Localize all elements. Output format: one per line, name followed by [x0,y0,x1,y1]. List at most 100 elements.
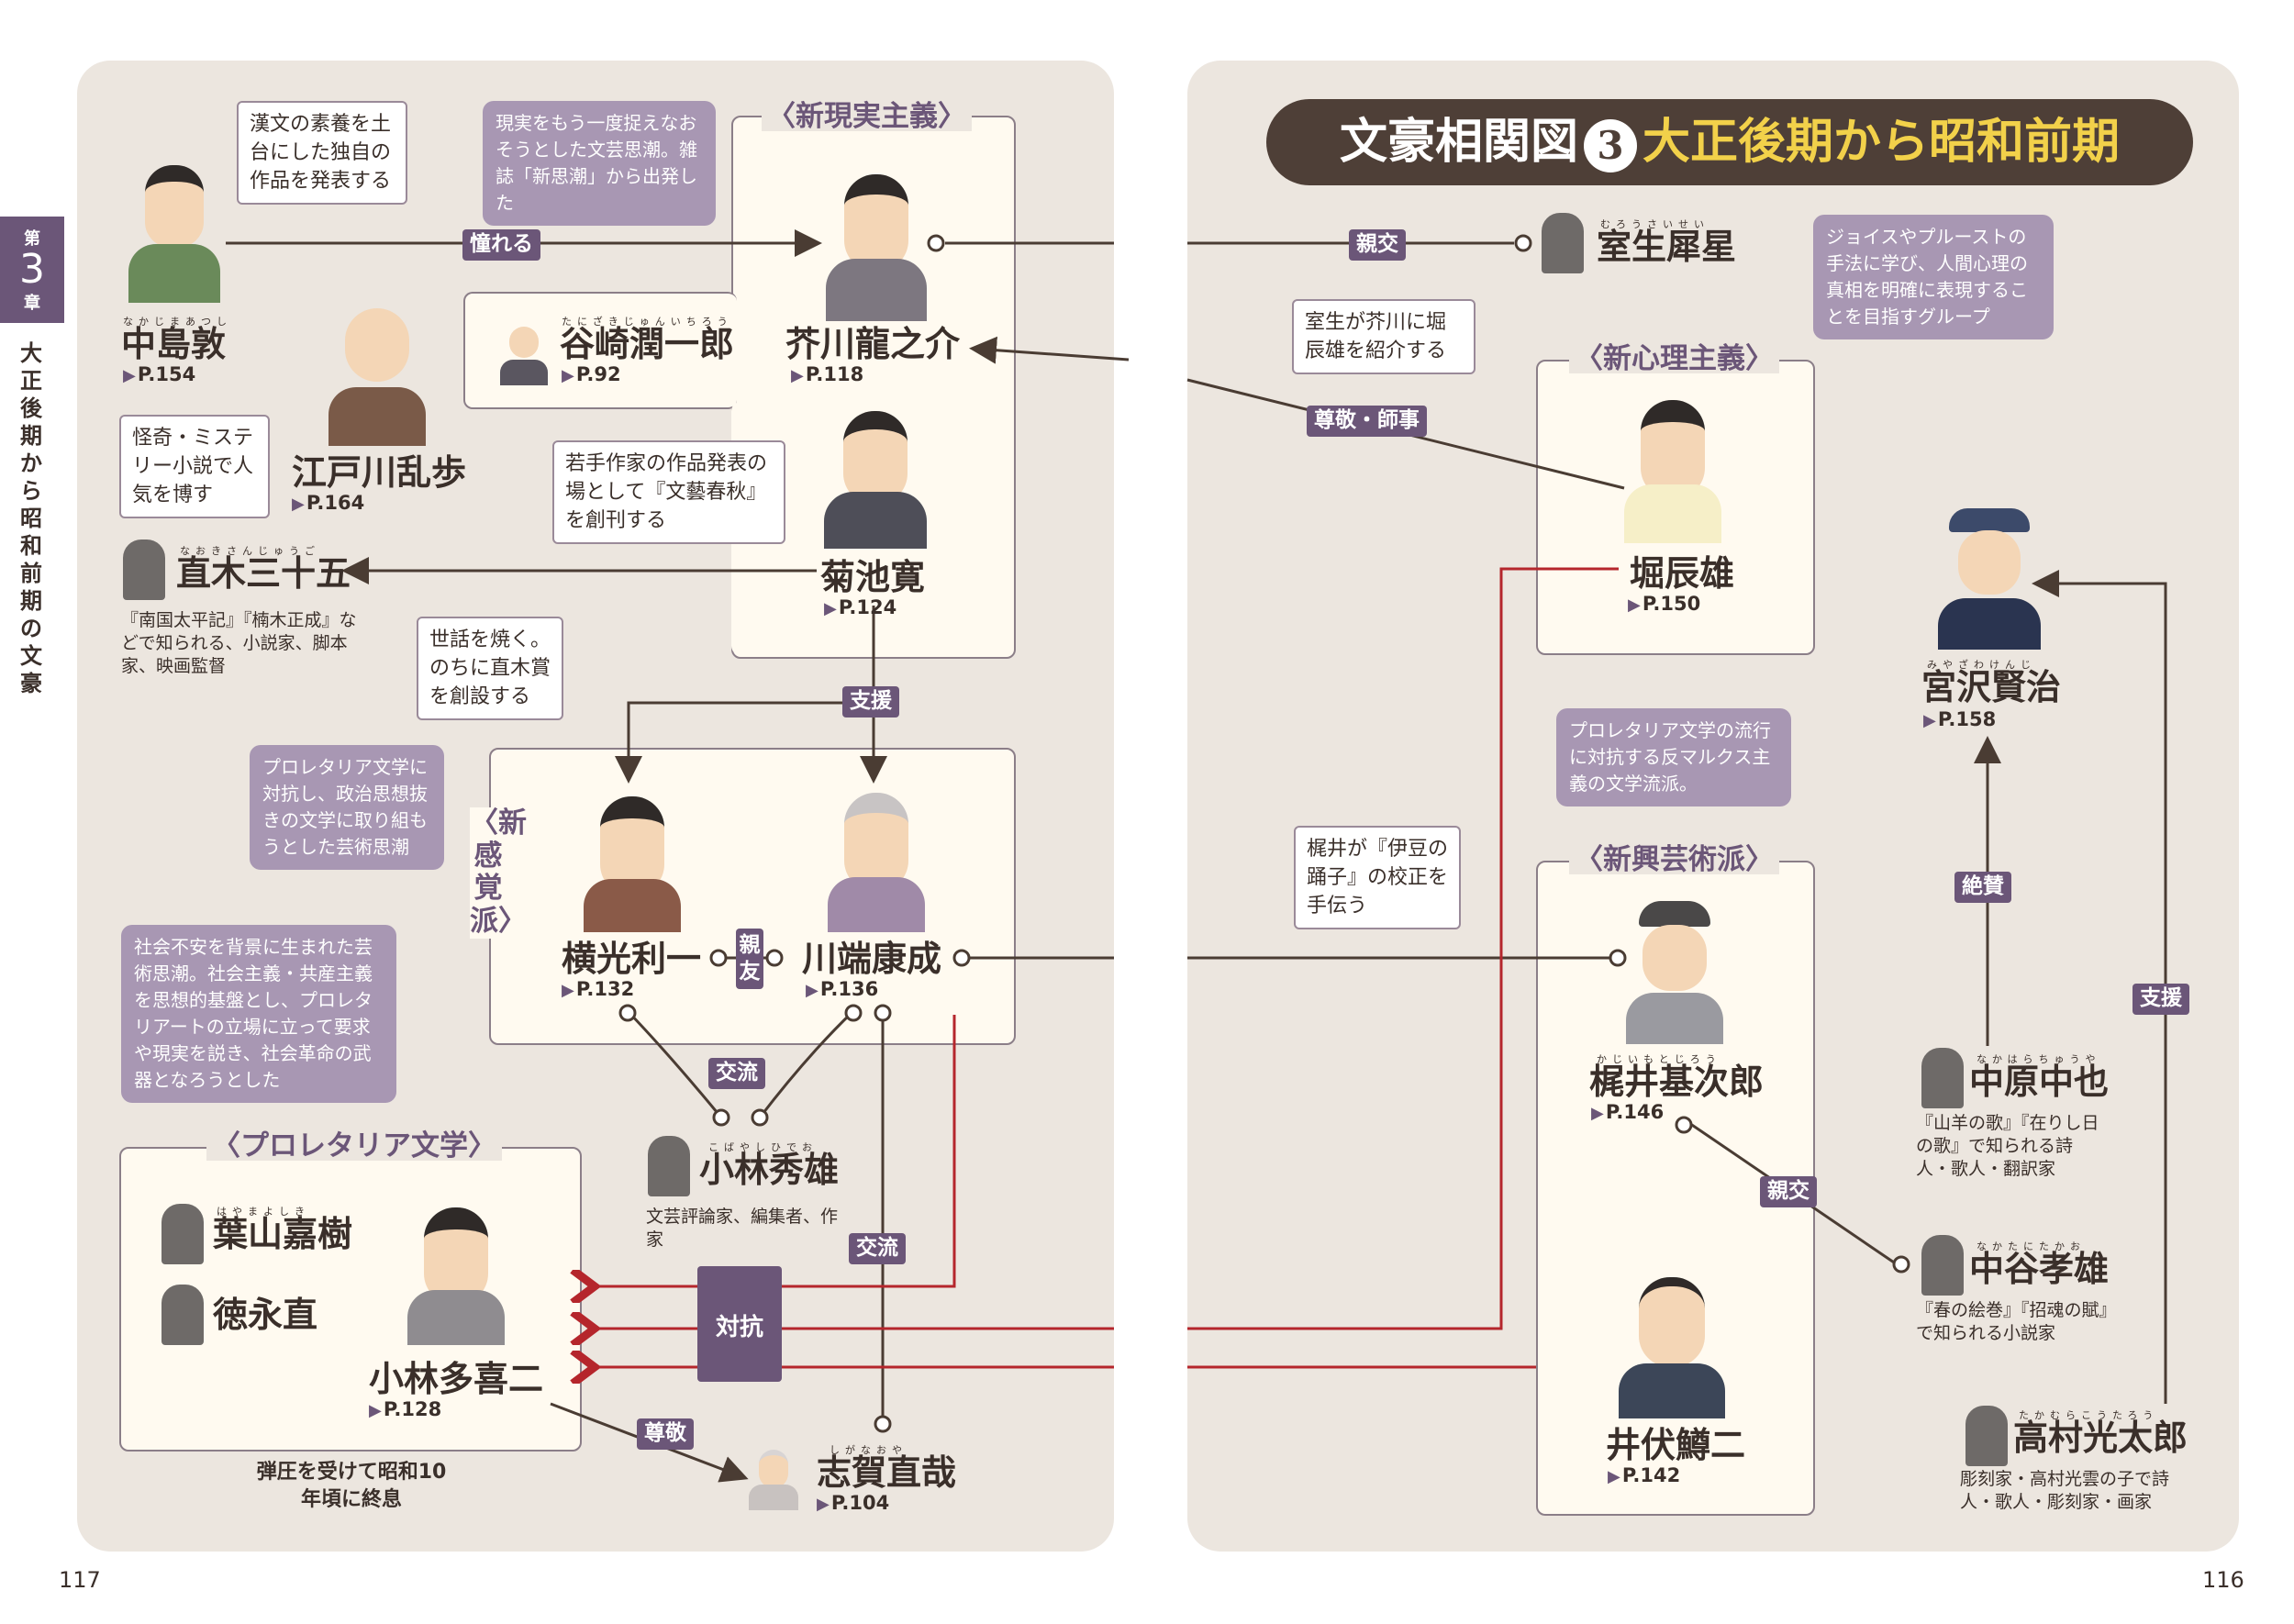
relation-shinko-murou: 親交 [1349,229,1406,261]
note-murou: 室生が芥川に堀辰雄を紹介する [1292,299,1476,374]
ruby-nakahara: なかはらちゅうや [1977,1053,2101,1065]
relation-koryu-shiga: 交流 [849,1233,906,1264]
ref-kikuchi: P.124 [824,596,896,618]
avatar-miyazawa [1938,508,2041,650]
chapter-number: 3 [19,246,45,293]
silhouette-murou [1542,213,1584,273]
note-kajii: 梶井が『伊豆の踊子』の校正を手伝う [1294,826,1461,929]
note-proletaria-end: 弾圧を受けて昭和10年頃に終息 [256,1461,447,1511]
name-kajii: 梶井基次郎 [1589,1061,1765,1102]
silhouette-takamura [1965,1406,2008,1466]
avatar-shiga [749,1450,798,1510]
desc-nakatani: 『春の絵巻』『招魂の賦』で知られる小説家 [1916,1300,2117,1343]
group-title-shingenjitsu: 〈新現実主義〉 [762,103,972,131]
silhouette-hayama [161,1204,204,1264]
relation-sonkei: 尊敬 [637,1418,694,1450]
note-naoki-sewa: 世話を焼く。のちに直木賞を創設する [417,617,563,720]
group-tanizaki-box [463,292,737,409]
ref-tanizaki: P.92 [562,363,621,385]
desc-takamura: 彫刻家・高村光雲の子で詩人・歌人・彫刻家・画家 [1960,1469,2170,1512]
name-nakajima: 中島敦 [121,323,227,364]
name-takamura: 高村光太郎 [2013,1417,2188,1458]
chapter-vertical-title: 大正後期から昭和前期の文豪 [20,340,42,696]
title-main: 文豪相関図 [1339,114,1578,170]
desc-nakahara: 『山羊の歌』『在りし日の歌』で知られる詩人・歌人・翻訳家 [1916,1113,2099,1179]
relation-shien-takamura: 支援 [2133,984,2189,1015]
note-edogawa: 怪奇・ミステリー小説で人気を博す [119,415,270,518]
note-shinshinri: ジョイスやプルーストの手法に学び、人間心理の真相を明確に表現することを目指すグル… [1813,215,2054,339]
name-akutagawa: 芥川龍之介 [785,323,961,364]
ref-kawabata: P.136 [806,978,878,1000]
avatar-nakajima [128,165,220,303]
silhouette-naoki [123,539,165,600]
name-tanizaki: 谷崎潤一郎 [560,323,735,364]
ruby-miyazawa: みやざわけんじ [1927,659,2036,671]
avatar-edogawa [329,308,426,446]
ruby-hayama: はやまよしき [217,1206,310,1218]
ref-shiga: P.104 [817,1492,889,1514]
relation-koryu-kobayashi: 交流 [708,1058,765,1089]
ruby-murou: むろうさいせい [1600,218,1709,230]
avatar-kajii [1626,901,1723,1044]
relation-akogare: 憧れる [462,229,540,261]
name-shiga: 志賀直哉 [817,1452,957,1493]
note-proletaria: 社会不安を背景に生まれた芸術思潮。社会主義・共産主義を思想的基盤とし、プロレタリ… [121,925,396,1103]
avatar-kikuchi [824,411,927,549]
ruby-kobayashi-hideo: こばやしひでお [708,1141,818,1153]
name-kobayashi-takiji: 小林多喜二 [369,1358,544,1399]
ruby-nakajima: なかじまあつし [123,316,232,328]
name-murou: 室生犀星 [1597,226,1737,267]
avatar-kawabata [828,793,925,932]
ref-nakajima: P.154 [123,363,195,385]
group-title-shinshinri: 〈新心理主義〉 [1569,345,1779,373]
note-shinkankaku: プロレタリア文学に対抗し、政治思想抜きの文学に取り組もうとした芸術思潮 [250,745,444,870]
group-title-proletaria: 〈プロレタリア文学〉 [206,1132,502,1161]
silhouette-nakatani [1921,1235,1964,1296]
name-nakatani: 中谷孝雄 [1969,1248,2110,1289]
ref-kobayashi-takiji: P.128 [369,1398,441,1420]
page-number-right: 116 [2202,1567,2244,1593]
desc-naoki: 『南国太平記』『楠木正成』などで知られる、小説家、脚本家、映画監督 [121,610,357,676]
name-nakahara: 中原中也 [1969,1061,2110,1102]
group-title-shinko: 〈新興芸術派〉 [1569,846,1779,874]
avatar-kobayashi-takiji [407,1207,505,1345]
ref-hori: P.150 [1628,593,1700,615]
ruby-takamura: たかむらこうたろう [2019,1409,2159,1421]
ruby-nakatani: なかたにたかお [1977,1240,2086,1252]
title-number-badge: 3 [1584,118,1637,172]
desc-kobayashi-hideo: 文芸評論家、編集者、作家 [646,1207,839,1250]
ruby-shiga: しがなおや [830,1444,908,1456]
note-shinko: プロレタリア文学の流行に対抗する反マルクス主義の文学流派。 [1556,708,1791,806]
relation-zessan: 絶賛 [1954,872,2011,903]
name-miyazawa: 宮沢賢治 [1921,666,2062,707]
relation-shien-kikuchi: 支援 [842,686,899,717]
avatar-hori [1624,400,1721,543]
name-edogawa: 江戸川乱歩 [292,451,467,493]
name-kikuchi: 菊池寛 [820,556,926,597]
name-naoki: 直木三十五 [176,552,351,594]
chapter-tab: 第 3 章 [0,217,64,323]
page-number-left: 117 [59,1567,101,1593]
ref-edogawa: P.164 [292,492,364,514]
title-sub: 大正後期から昭和前期 [1643,114,2121,170]
avatar-ibuse [1619,1277,1725,1418]
name-yokomitsu: 横光利一 [562,938,702,979]
note-nakajima: 漢文の素養を土台にした独自の作品を発表する [237,101,407,205]
ref-akutagawa: P.118 [791,363,863,385]
relation-sonkei-shiji: 尊敬・師事 [1307,406,1427,437]
silhouette-tokunaga [161,1285,204,1345]
note-shingenjitsu: 現実をもう一度捉えなおそうとした文芸思潮。雑誌「新思潮」から出発した [483,101,716,226]
name-ibuse: 井伏鱒二 [1606,1424,1746,1465]
relation-shinyu: 親友 [736,929,763,989]
silhouette-kobayashi-hideo [648,1136,690,1196]
chapter-label: 第 [24,229,40,249]
avatar-yokomitsu [584,796,681,932]
ref-ibuse: P.142 [1608,1464,1680,1486]
name-kobayashi-hideo: 小林秀雄 [699,1149,840,1190]
chapter-suffix: 章 [24,294,40,313]
avatar-tanizaki [500,327,548,385]
note-kikuchi: 若手作家の作品発表の場として『文藝春秋』を創刊する [552,440,785,544]
ref-kajii: P.146 [1591,1101,1664,1123]
relation-taiko [697,1266,782,1382]
